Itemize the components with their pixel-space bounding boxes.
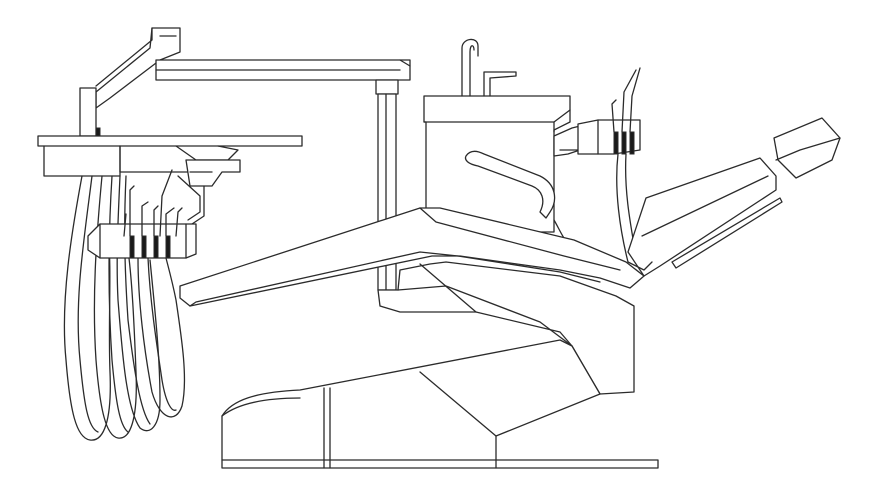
chair-base bbox=[221, 261, 659, 469]
headrest bbox=[773, 117, 841, 179]
assistant-instrument-holder bbox=[577, 67, 641, 263]
cuspidor-unit bbox=[423, 95, 611, 245]
handpiece-hoses bbox=[63, 175, 186, 441]
delivery-arm bbox=[79, 27, 411, 137]
instrument-tray bbox=[37, 135, 303, 225]
instrument-holder bbox=[87, 169, 197, 259]
patient-chair-seat bbox=[179, 207, 645, 307]
backrest bbox=[627, 157, 783, 277]
water-faucet bbox=[461, 38, 517, 97]
